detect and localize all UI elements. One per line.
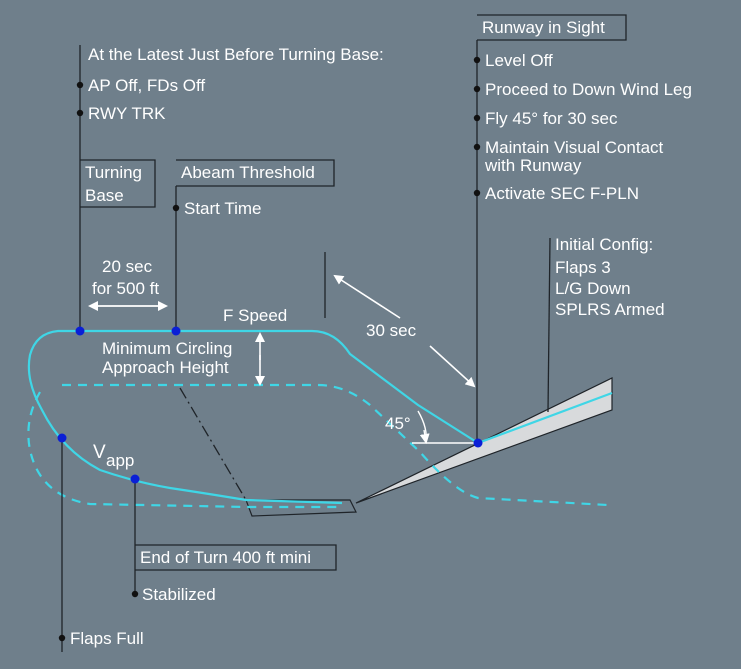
thirty-sec-arrow-b: [429, 345, 476, 388]
vapp-label: V: [93, 442, 106, 463]
turning-base-label-2: Base: [85, 186, 124, 205]
twenty-sec-label-1: 20 sec: [102, 257, 153, 276]
flaps-full-label: Flaps Full: [70, 629, 144, 648]
end-of-turn-point: [130, 474, 140, 484]
runway-in-sight-point: [473, 438, 483, 448]
abeam-threshold-point: [171, 326, 181, 336]
runway-in-sight-label: Runway in Sight: [482, 18, 605, 37]
initial-config-item-3: SPLRS Armed: [555, 300, 665, 319]
turning-base-label-1: Turning: [85, 163, 142, 182]
runway-centerline: [477, 391, 613, 445]
bullet-maintain: [473, 143, 481, 151]
initial-config-leader: [547, 237, 551, 413]
flaps-full-point: [57, 433, 67, 443]
before-base-item-1: AP Off, FDs Off: [88, 76, 205, 95]
abeam-threshold-label: Abeam Threshold: [181, 163, 315, 182]
bullet-level-off: [473, 56, 481, 64]
thirty-sec-arrow-a: [333, 274, 401, 319]
threshold-sight-line: [179, 387, 247, 501]
initial-config-item-1: Flaps 3: [555, 258, 611, 277]
runway-item-4: Maintain Visual Contact: [485, 138, 664, 157]
runway-item-1: Level Off: [485, 51, 553, 70]
bullet-activate: [473, 189, 481, 197]
min-circling-label-2: Approach Height: [102, 358, 229, 377]
runway-item-4b: with Runway: [484, 156, 582, 175]
initial-config-item-2: L/G Down: [555, 279, 631, 298]
stabilized-label: Stabilized: [142, 585, 216, 604]
thirty-sec-label: 30 sec: [366, 321, 417, 340]
runway-in-sight-box: [477, 14, 627, 41]
circling-flight-path: [27, 329, 479, 505]
min-circling-label-1: Minimum Circling: [102, 339, 232, 358]
vapp-subscript: app: [106, 451, 134, 470]
start-time-label: Start Time: [184, 199, 261, 218]
bullet-proceed: [473, 85, 481, 93]
before-base-item-2: RWY TRK: [88, 104, 166, 123]
runway-item-3: Fly 45° for 30 sec: [485, 109, 618, 128]
runway-threshold-box: [245, 499, 357, 517]
twenty-sec-label-2: for 500 ft: [92, 279, 159, 298]
angle-label: 45°: [385, 414, 411, 433]
end-of-turn-label: End of Turn 400 ft mini: [140, 548, 311, 567]
bullet-stabilized: [131, 590, 139, 598]
end-of-turn-box: [135, 544, 337, 571]
dashed-ground-track: [27, 383, 609, 509]
bullet-flaps-full: [58, 634, 66, 642]
bullet-ap-off: [76, 81, 84, 89]
bullet-rwy-trk: [76, 109, 84, 117]
f-speed-label: F Speed: [223, 306, 287, 325]
abeam-threshold-box: [176, 159, 335, 187]
runway-item-2: Proceed to Down Wind Leg: [485, 80, 692, 99]
bullet-start-time: [172, 204, 180, 212]
before-base-title: At the Latest Just Before Turning Base:: [88, 45, 384, 64]
bullet-fly-45: [473, 114, 481, 122]
turning-base-point: [75, 326, 85, 336]
initial-config-title: Initial Config:: [555, 235, 653, 254]
angle-arc-arrow: [419, 429, 430, 444]
runway-item-5: Activate SEC F-PLN: [485, 184, 639, 203]
turning-base-box: [80, 159, 156, 208]
